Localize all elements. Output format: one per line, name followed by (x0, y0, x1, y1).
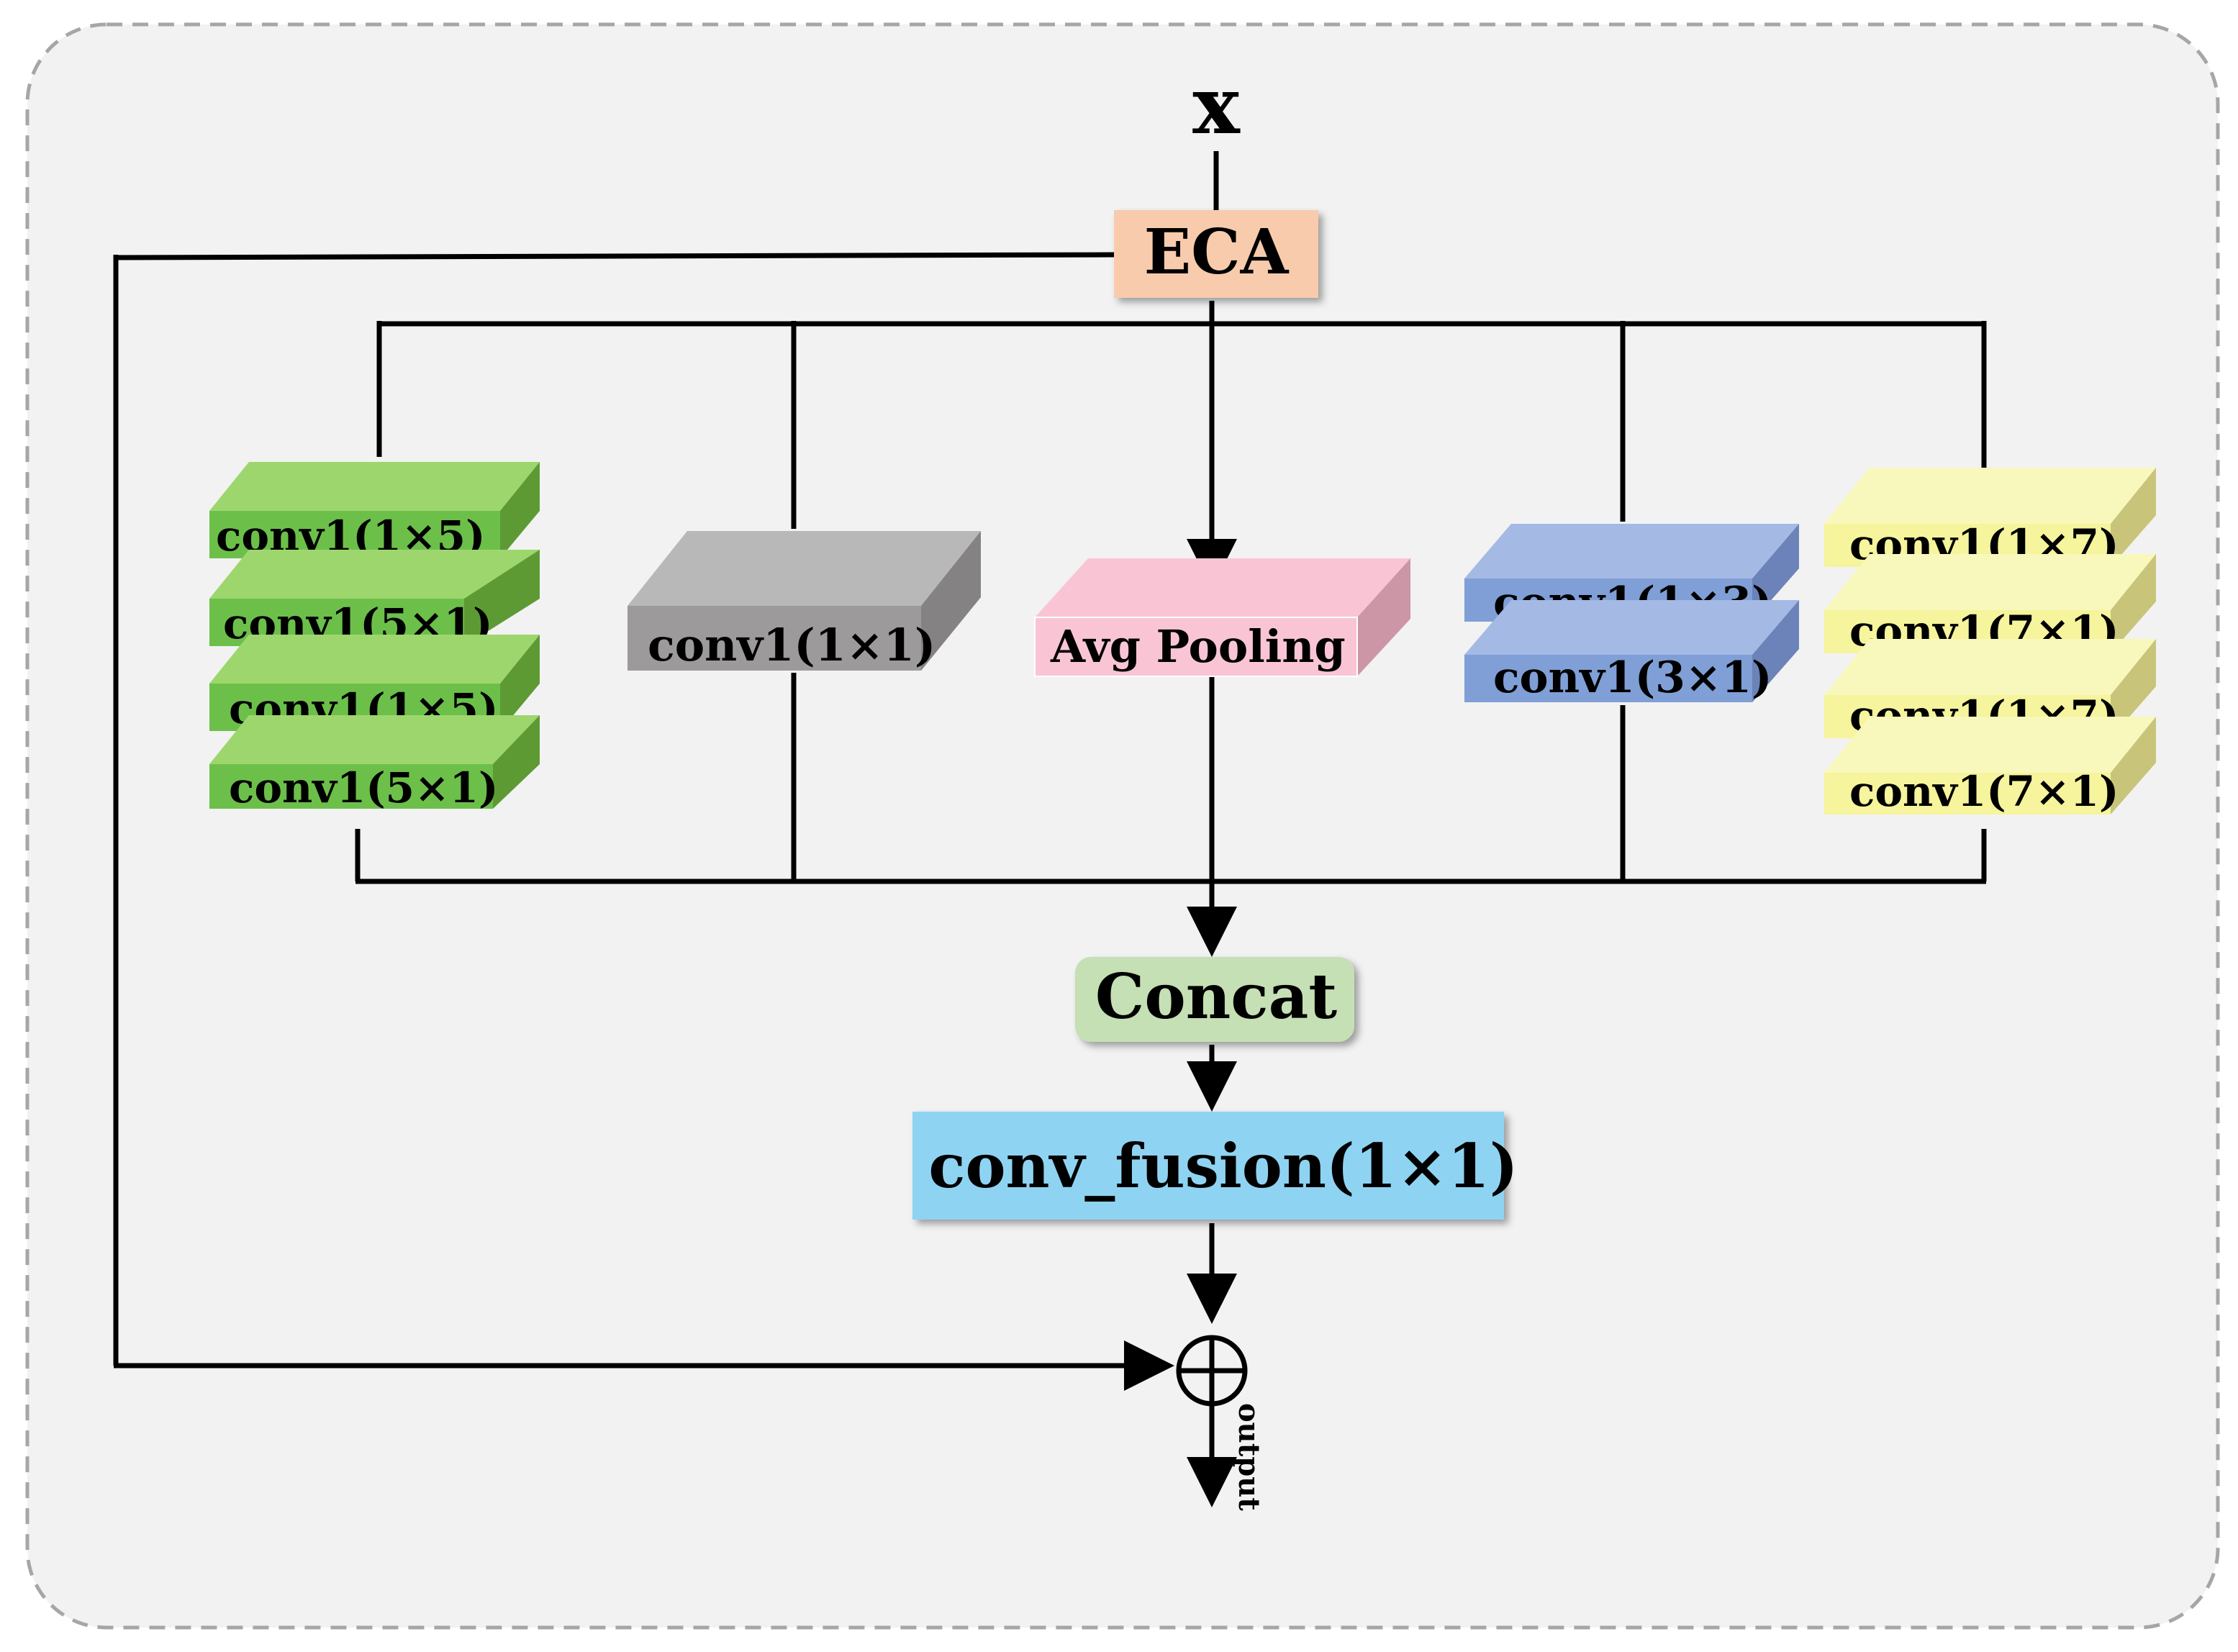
outer-frame (25, 22, 2220, 1630)
yellow-branch: conv1(1×7) conv1(7×1) conv1(1×7) conv1(7… (1824, 468, 2156, 816)
green-branch: conv1(1×5) conv1(5×1) conv1(1×5) conv1(5… (209, 462, 540, 812)
gray-label: conv1(1×1) (648, 619, 935, 671)
concat-block: Concat (1075, 957, 1354, 1042)
yellow-slab: conv1(1×7) (1824, 468, 2156, 569)
pink-branch: Avg Pooling (1034, 558, 1410, 677)
pink-label: Avg Pooling (1050, 620, 1346, 673)
output-label: output (1232, 1403, 1266, 1511)
eca-label: ECA (1144, 216, 1290, 289)
blue-label-2: conv1(3×1) (1493, 653, 1772, 703)
green-slab: conv1(5×1) (209, 715, 540, 812)
gray-branch: conv1(1×1) (628, 531, 981, 671)
concat-label: Concat (1095, 961, 1337, 1033)
yellow-slab: conv1(7×1) (1824, 717, 2156, 816)
input-label: x (1192, 59, 1241, 152)
fusion-block: conv_fusion(1×1) (912, 1112, 1518, 1220)
blue-branch: conv1(1×3) conv1(3×1) (1464, 524, 1799, 703)
sum-node (1176, 1335, 1248, 1407)
fusion-label: conv_fusion(1×1) (928, 1130, 1518, 1202)
yellow-label-4: conv1(7×1) (1849, 767, 2119, 816)
eca-block: ECA (1114, 210, 1318, 298)
green-slab: conv1(1×5) (209, 462, 540, 560)
blue-slab: conv1(3×1) (1464, 600, 1799, 703)
green-slab: conv1(5×1) (209, 550, 540, 648)
green-label-4: conv1(5×1) (229, 763, 498, 812)
connectors (113, 151, 1987, 1507)
